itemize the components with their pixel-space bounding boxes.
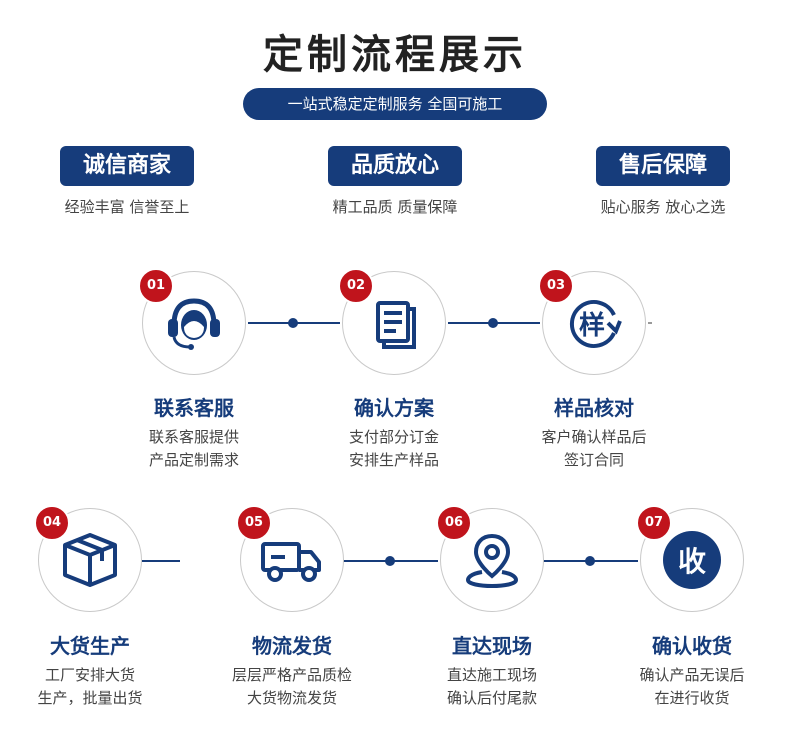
feature-desc-after-sales: 贴心服务 放心之选: [600, 198, 726, 216]
step-circle-contact: [142, 271, 246, 375]
location-pin-icon: [465, 533, 519, 589]
step-title: 样品核对: [554, 396, 634, 420]
step-title: 大货生产: [50, 634, 130, 658]
truck-icon: [261, 542, 321, 582]
connector-dot: [288, 318, 298, 328]
step-title: 联系客服: [154, 396, 234, 420]
step-title: 物流发货: [252, 634, 332, 658]
step-number: 04: [34, 505, 70, 541]
step-circle-production: [38, 508, 142, 612]
box-icon: [63, 533, 117, 587]
step-desc: 客户确认样品后签订合同: [541, 428, 647, 469]
connector-dot: [585, 556, 595, 566]
step-desc: 工厂安排大货生产，批量出货: [37, 666, 143, 707]
connector-line: [648, 322, 652, 324]
document-icon: [376, 301, 416, 349]
sample-icon: 样: [564, 293, 624, 353]
subtitle-banner: 一站式稳定定制服务 全国可施工: [243, 88, 547, 120]
step-number: 05: [236, 505, 272, 541]
step-desc: 支付部分订金安排生产样品: [348, 428, 439, 469]
headset-icon: [168, 298, 220, 350]
step-desc: 联系客服提供产品定制需求: [148, 428, 239, 469]
connector-dot: [385, 556, 395, 566]
connector-line: [142, 560, 180, 562]
step-title: 确认收货: [652, 634, 732, 658]
step-desc: 确认产品无误后在进行收货: [639, 666, 745, 707]
step-desc: 层层严格产品质检大货物流发货: [231, 666, 352, 707]
connector-dot: [488, 318, 498, 328]
step-number: 06: [436, 505, 472, 541]
feature-desc-integrity: 经验丰富 信誉至上: [64, 198, 190, 216]
step-number: 07: [636, 505, 672, 541]
step-number: 01: [138, 268, 174, 304]
feature-badge-integrity: 诚信商家: [60, 146, 194, 186]
feature-badge-after-sales: 售后保障: [596, 146, 730, 186]
step-title: 确认方案: [354, 396, 434, 420]
feature-desc-quality: 精工品质 质量保障: [332, 198, 458, 216]
step-title: 直达现场: [452, 634, 532, 658]
page-title: 定制流程展示: [263, 32, 527, 78]
step-circle-sample: 样: [542, 271, 646, 375]
feature-badge-quality: 品质放心: [328, 146, 462, 186]
step-number: 03: [538, 268, 574, 304]
step-number: 02: [338, 268, 374, 304]
step-desc: 直达施工现场确认后付尾款: [446, 666, 537, 707]
receive-icon: 收: [663, 531, 721, 589]
